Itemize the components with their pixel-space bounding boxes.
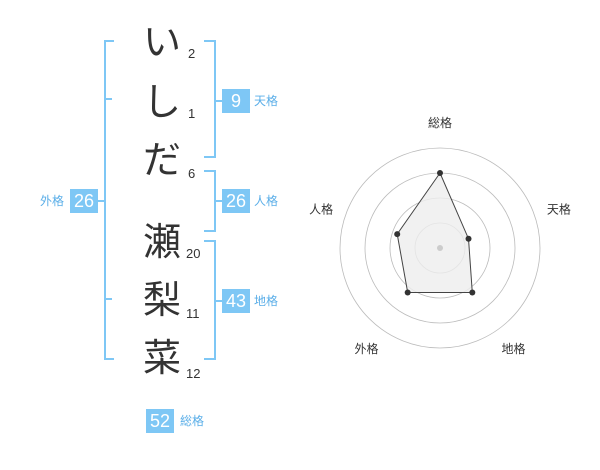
- gaikaku-tick-1: [104, 98, 112, 100]
- gaikaku-bracket-top: [104, 40, 114, 42]
- tenkaku-value-badge: 9: [222, 89, 250, 113]
- gaikaku-value-badge: 26: [70, 189, 98, 213]
- chikaku-bracket-bottom: [204, 358, 216, 360]
- surname-char-1: い: [142, 20, 181, 64]
- jinkaku-bracket-top: [204, 170, 216, 172]
- tenkaku-label: 天格: [254, 94, 279, 108]
- radar-axis-label-2: 地格: [501, 341, 525, 356]
- tenkaku-bracket-bottom: [204, 156, 216, 158]
- radar-axis-label-3: 外格: [354, 341, 378, 356]
- chikaku-label: 地格: [254, 294, 279, 308]
- radar-axis-label-0: 総格: [428, 115, 452, 130]
- given-char-1: 瀬: [142, 220, 181, 264]
- radar-polygon: [396, 171, 473, 293]
- jinkaku-value-badge: 26: [222, 189, 250, 213]
- gaikaku-label: 外格: [40, 194, 65, 208]
- given-stroke-1: 20: [186, 246, 201, 261]
- surname-stroke-2: 1: [188, 106, 196, 121]
- radar-points: [394, 170, 476, 296]
- radar-point-2: [469, 289, 476, 296]
- radar-ring-4: [339, 147, 541, 349]
- radar-axis-label-1: 天格: [547, 201, 571, 216]
- radar-point-1: [465, 235, 472, 242]
- soukaku-label: 総格: [180, 414, 205, 428]
- jinkaku-connector: [214, 200, 222, 202]
- radar-axis-label-4: 人格: [309, 201, 333, 216]
- tenkaku-bracket-top: [204, 40, 216, 42]
- jinkaku-bracket-bottom: [204, 230, 216, 232]
- gaikaku-tick-2: [104, 298, 112, 300]
- surname-char-2: し: [142, 80, 181, 124]
- surname-char-3: だ: [142, 138, 181, 182]
- given-char-3: 菜: [142, 336, 181, 380]
- given-stroke-3: 12: [186, 366, 201, 381]
- gaikaku-bracket-bottom: [104, 358, 114, 360]
- radar-point-0: [437, 170, 443, 176]
- radar-point-4: [394, 231, 401, 238]
- soukaku-value-badge: 52: [146, 409, 174, 433]
- given-char-2: 梨: [142, 278, 181, 322]
- surname-stroke-3: 6: [188, 166, 196, 181]
- tenkaku-bracket-vertical: [214, 40, 216, 158]
- radar-point-3: [404, 289, 411, 296]
- given-stroke-2: 11: [186, 306, 200, 321]
- jinkaku-label: 人格: [254, 194, 279, 208]
- radar-center-dot: [437, 245, 443, 251]
- gaikaku-connector: [98, 200, 106, 202]
- tenkaku-connector: [214, 100, 222, 102]
- chikaku-connector: [214, 300, 222, 302]
- surname-stroke-1: 2: [188, 46, 196, 61]
- chikaku-bracket-top: [204, 240, 216, 242]
- chikaku-value-badge: 43: [222, 289, 250, 313]
